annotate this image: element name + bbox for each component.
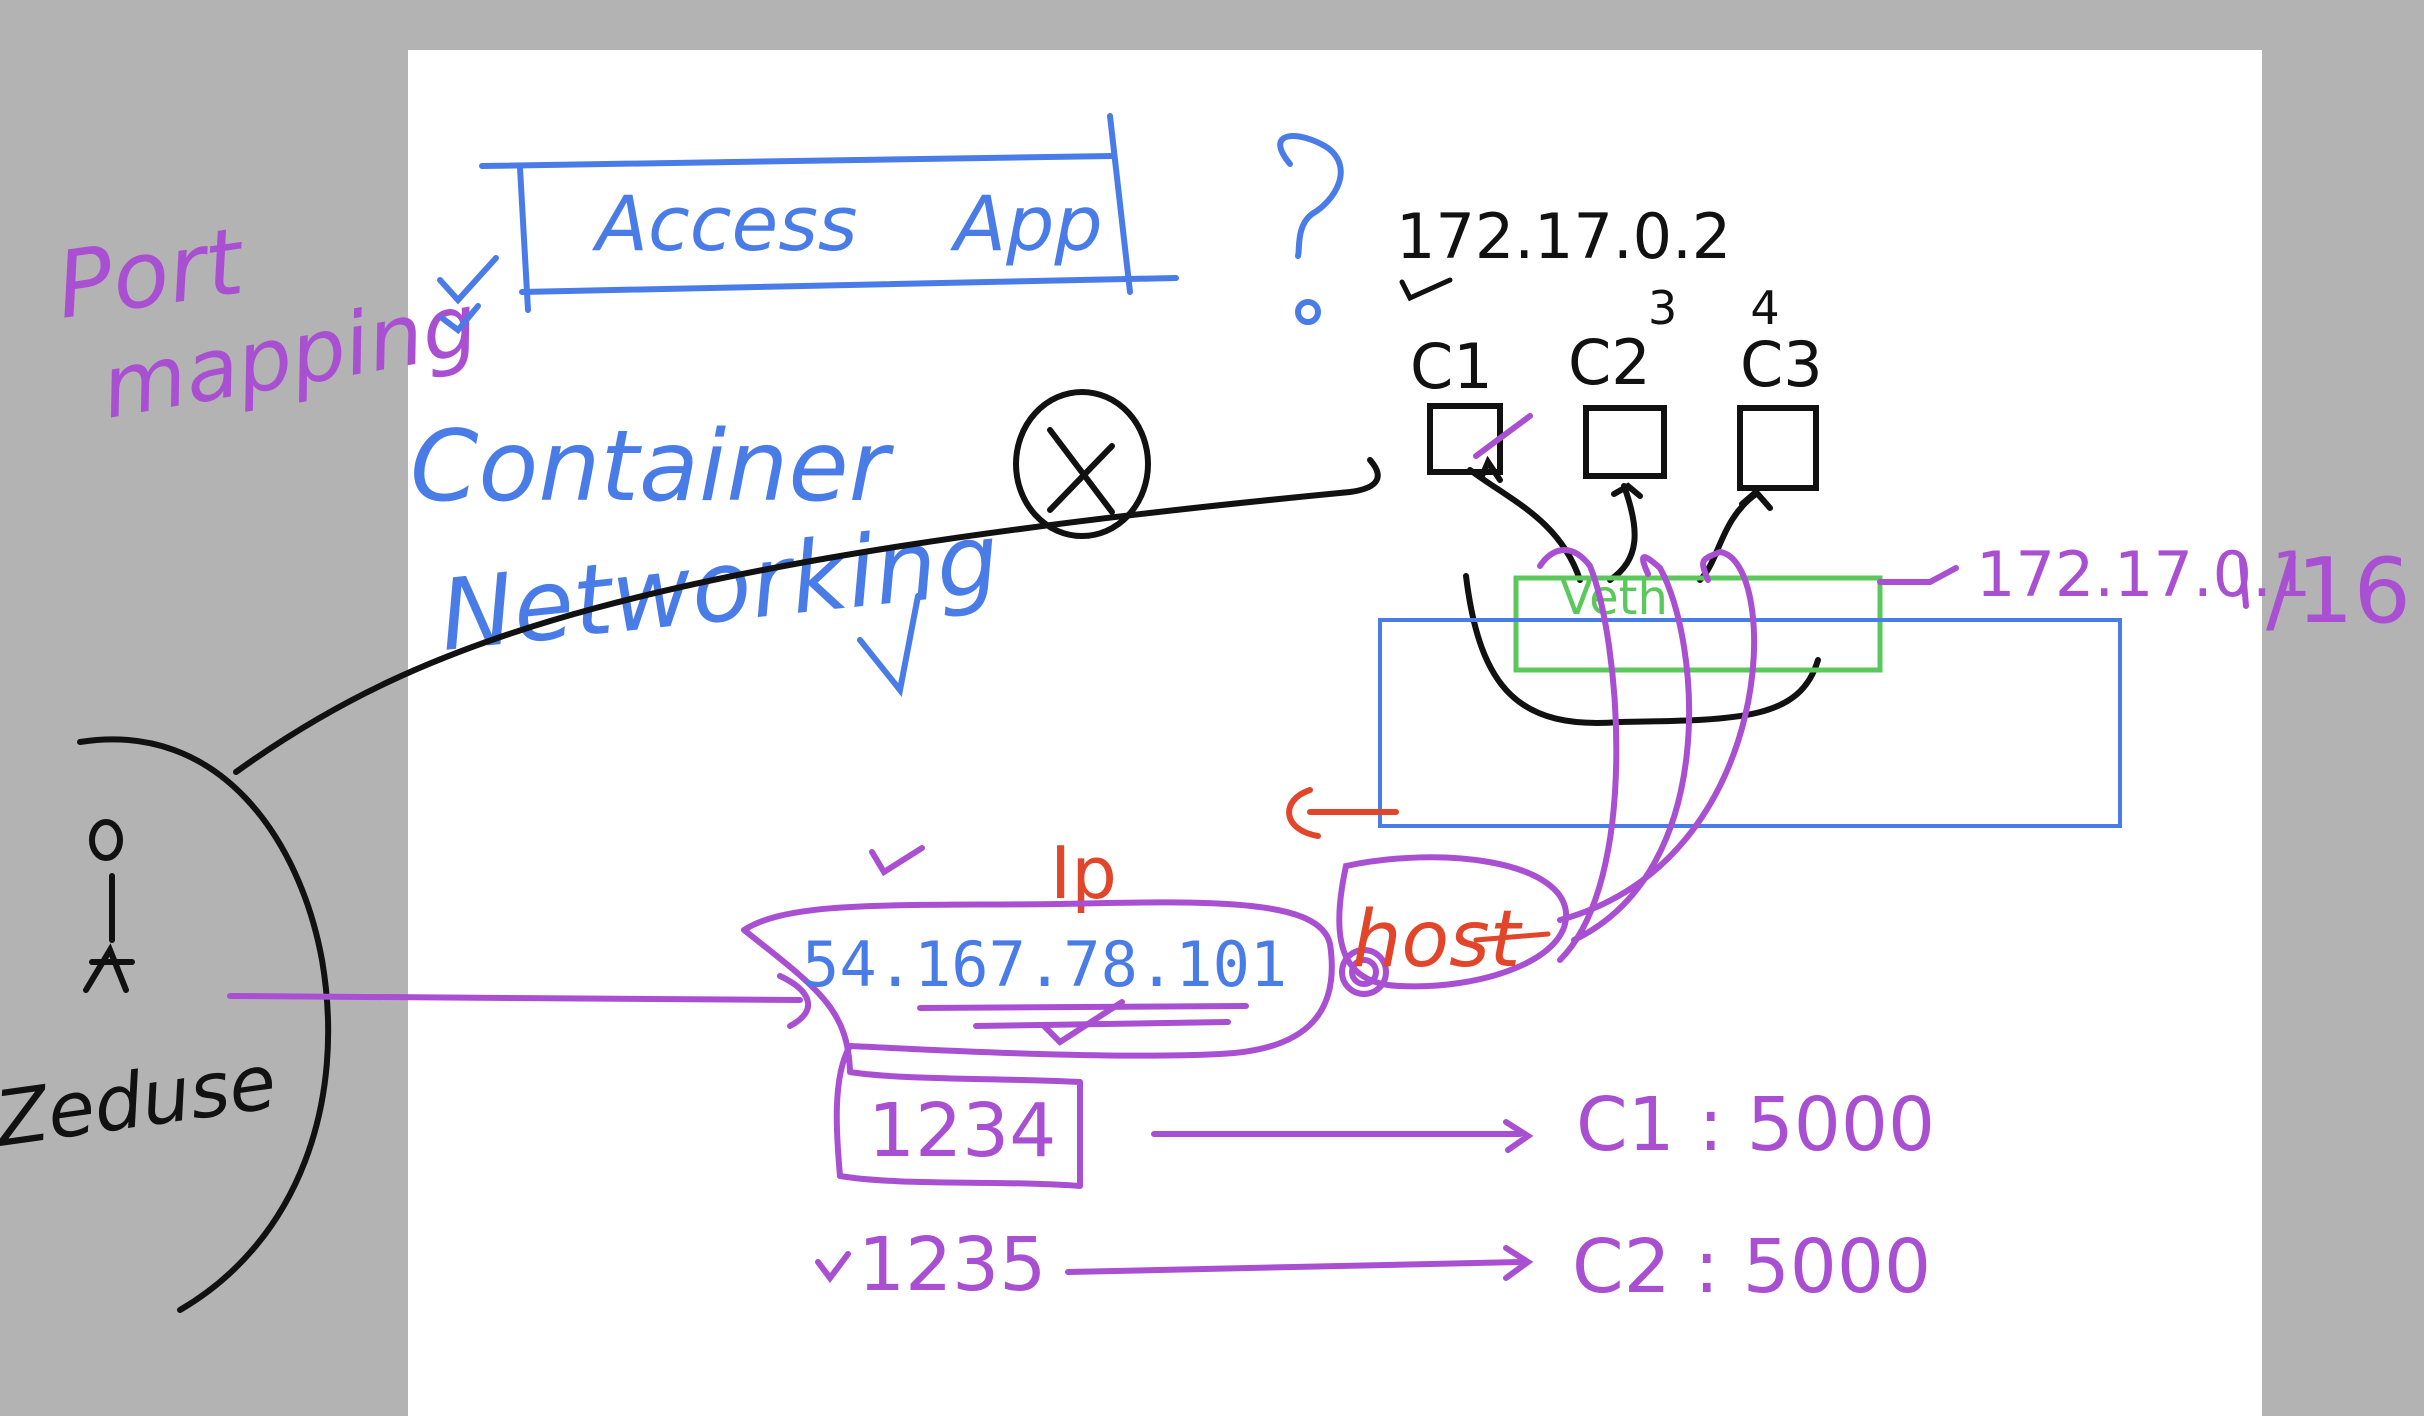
map-c1-5000: C1 : 5000 — [1576, 1082, 1935, 1168]
user-icon — [83, 819, 135, 993]
checkmark-icon — [437, 255, 499, 335]
veth-bar — [1513, 575, 1883, 673]
container-c1-label: C1 — [1410, 330, 1493, 403]
bridge-ip-arrow — [1877, 565, 1959, 585]
port-1234-arrow — [1151, 1119, 1534, 1153]
host-ip-check — [1041, 999, 1125, 1046]
map-c2-5000: C2 : 5000 — [1572, 1224, 1931, 1310]
container-c2-box — [1583, 405, 1667, 479]
bridge-ip-label: 172.17.0.1 — [1976, 538, 2311, 611]
networking-underline-tail — [857, 593, 921, 697]
veth-label: Veth — [1560, 570, 1668, 626]
user-to-containers-arrow — [233, 457, 1381, 775]
container-ip-label: 172.17.0.2 — [1396, 200, 1731, 273]
port-1235-arrow — [1065, 1245, 1534, 1281]
canvas — [408, 50, 2262, 1416]
x-circle-icon — [1013, 389, 1151, 539]
ip-variant-marks: 3 4 — [1648, 281, 1780, 335]
bridge-ip-tick — [2239, 557, 2249, 609]
question-mark-icon — [1277, 133, 1344, 325]
port-1234: 1234 — [868, 1088, 1056, 1174]
user-boundary-arc — [77, 736, 332, 1313]
access-app-label: Access App — [591, 179, 1103, 268]
host-ip-value: 54.167.78.101 — [802, 928, 1287, 1001]
port-mapping-title-line1: Port — [50, 208, 252, 340]
c1-check — [1399, 277, 1453, 302]
access-app-box — [479, 113, 1179, 313]
c1-purple-tick — [1473, 413, 1533, 459]
bridge-box — [1378, 618, 2122, 828]
port-1235: 1235 — [858, 1222, 1046, 1308]
ip-check — [869, 845, 925, 877]
container-c3-label: C3 — [1740, 328, 1823, 401]
host-ring — [1339, 947, 1389, 997]
host-ip-underline — [917, 1003, 1249, 1029]
user-to-host-arrow — [227, 973, 812, 1029]
host-ip-lasso — [741, 899, 1335, 1189]
container-c2-label: C2 — [1568, 326, 1651, 399]
port-1235-check — [815, 1251, 851, 1283]
host-to-container-curves — [1537, 547, 1758, 963]
container-networking-line1: Container — [410, 410, 895, 524]
bridge-left-arrow — [1286, 787, 1399, 839]
subnet-label: /16 — [2266, 539, 2411, 644]
container-c3-box — [1737, 405, 1819, 491]
host-crossbar — [1473, 931, 1551, 943]
